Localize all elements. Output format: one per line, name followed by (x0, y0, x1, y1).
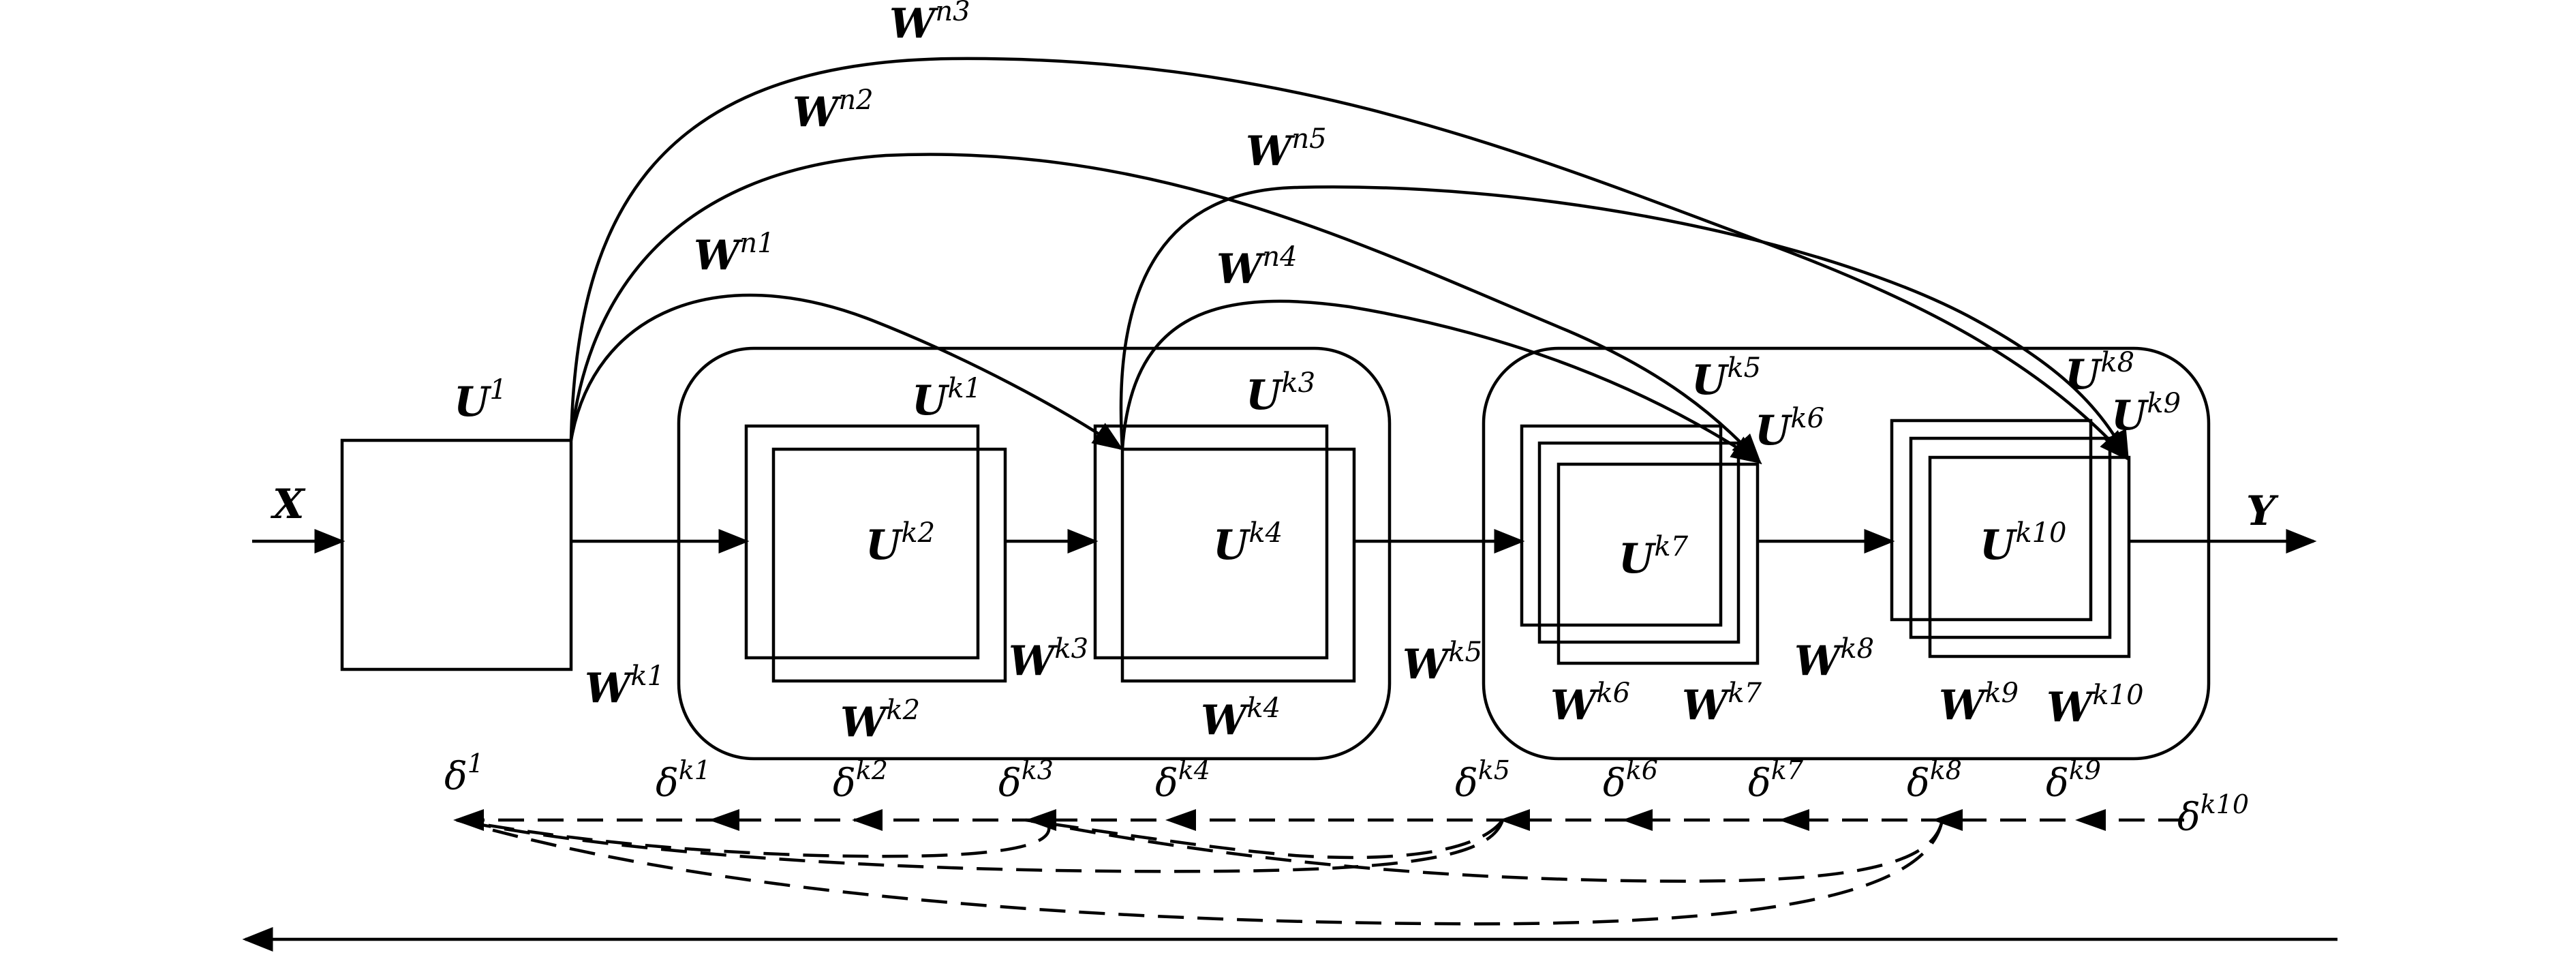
label-wk7: Wk7 (1682, 678, 1762, 729)
label-wk9: Wk9 (1939, 678, 2019, 729)
label-wk1: Wk1 (585, 661, 664, 712)
label-y: Y (2246, 487, 2279, 535)
label-uk2: Uk2 (865, 517, 935, 569)
group-2-container (1482, 346, 2211, 761)
label-uk1: Uk1 (912, 373, 981, 425)
label-uk4: Uk4 (1213, 517, 1283, 569)
group-1-container (677, 346, 1392, 761)
label-wk4: Wk4 (1201, 693, 1281, 744)
label-wn3: Wn3 (889, 0, 970, 48)
label-uk5: Uk5 (1691, 352, 1761, 404)
label-delta-k6: δk6 (1603, 755, 1658, 806)
label-delta-k10: δk10 (2177, 789, 2249, 840)
block-uk1 (744, 424, 980, 660)
block-uk10 (1928, 455, 2131, 658)
backprop-dashed-skip-k5-to-k3 (1025, 818, 1504, 860)
label-delta-k2: δk2 (833, 755, 888, 806)
label-u1: U1 (454, 374, 507, 426)
skip-connection-wn1 (569, 293, 1124, 451)
backprop-arrowheads (453, 809, 2106, 831)
label-wk2: Wk2 (840, 695, 920, 746)
skip-connection-wn2 (569, 153, 1762, 465)
label-wn4: Wn4 (1216, 241, 1298, 293)
block-uk2 (771, 447, 1007, 683)
backprop-dashed-skip-k8 (456, 818, 1944, 926)
block-u1 (340, 438, 573, 671)
label-uk10: Uk10 (1980, 517, 2066, 569)
label-delta-k1: δk1 (656, 755, 711, 806)
backprop-dashed-skip-k5 (456, 818, 1505, 873)
skip-connection-wn5 (1119, 185, 2130, 462)
label-delta1: δ1 (444, 748, 484, 799)
label-wk5: Wk5 (1402, 637, 1482, 688)
label-delta-k5: δk5 (1455, 755, 1510, 806)
block-uk4 (1120, 447, 1356, 683)
label-uk6: Uk6 (1755, 403, 1824, 455)
label-uk9: Uk9 (2111, 388, 2181, 440)
label-x: X (270, 481, 306, 528)
block-uk3 (1093, 424, 1329, 660)
label-delta-k7: δk7 (1748, 755, 1804, 806)
backprop-dashed-skip-k8-to-k3 (1025, 818, 1944, 883)
label-uk8: Uk8 (2065, 347, 2134, 399)
backprop-dashed-skip-k3 (456, 818, 1051, 858)
label-wk6: Wk6 (1550, 678, 1630, 729)
label-uk3: Uk3 (1246, 367, 1315, 419)
block-uk5 (1520, 424, 1723, 627)
block-uk9 (1909, 436, 2112, 639)
label-wk3: Wk3 (1009, 633, 1088, 685)
label-delta-k4: δk4 (1155, 755, 1210, 806)
label-wk10: Wk10 (2046, 680, 2144, 731)
label-uk7: Uk7 (1619, 531, 1689, 583)
block-uk7 (1557, 462, 1760, 665)
label-delta-k8: δk8 (1907, 755, 1962, 806)
label-delta-k3: δk3 (998, 755, 1054, 806)
label-wk8: Wk8 (1794, 633, 1874, 685)
label-wn1: Wn1 (694, 228, 775, 279)
block-uk8 (1890, 419, 2093, 622)
block-uk6 (1537, 441, 1741, 644)
skip-connection-wn3 (569, 57, 2130, 461)
skip-connection-wn4 (1120, 299, 1762, 464)
label-wn2: Wn2 (793, 85, 874, 136)
label-delta-k9: δk9 (2046, 755, 2101, 806)
label-wn5: Wn5 (1246, 123, 1327, 175)
